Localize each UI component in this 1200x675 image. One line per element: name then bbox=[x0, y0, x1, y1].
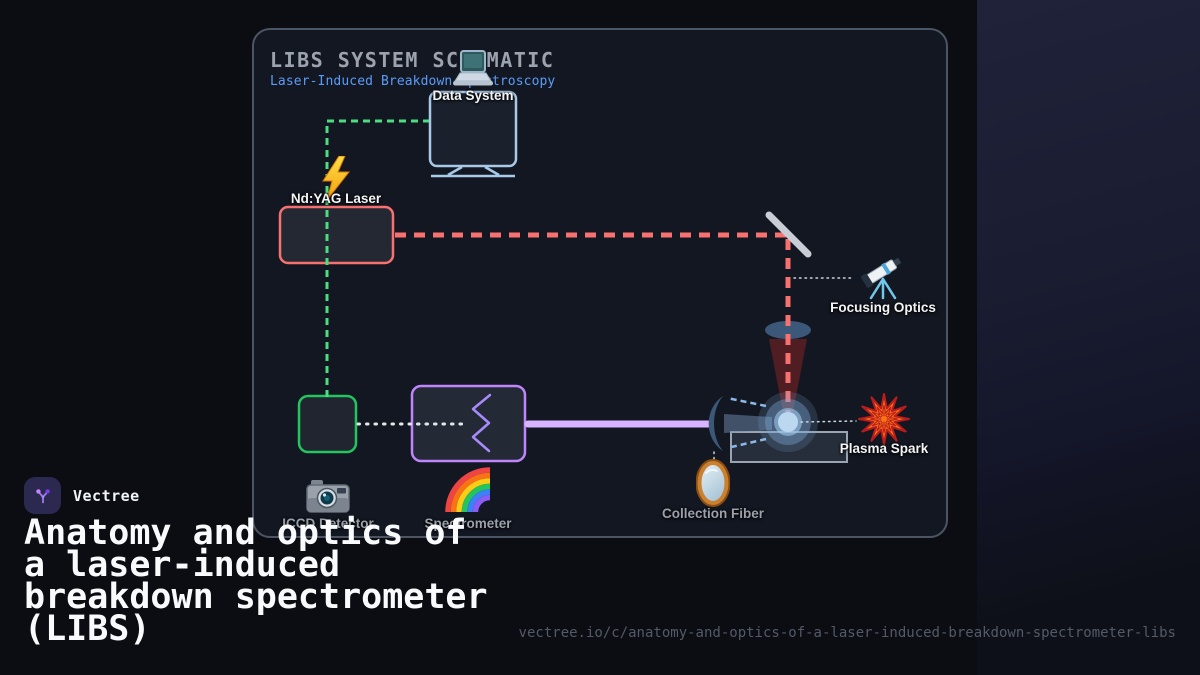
grating-zigzag bbox=[471, 393, 492, 453]
collision-spark-icon bbox=[858, 393, 910, 445]
collection-ray-lower bbox=[726, 437, 767, 450]
vectree-logo-icon bbox=[24, 477, 61, 514]
trigger-sync-line bbox=[325, 119, 429, 397]
schematic-title: LIBS SYSTEM SCHEMATIC bbox=[270, 48, 555, 72]
card-title-line-1: Anatomy and optics of bbox=[24, 513, 467, 553]
label-collection-fiber: Collection Fiber bbox=[661, 506, 765, 521]
label-iccd-detector: ICCD Detector bbox=[282, 516, 374, 531]
spectrometer-box bbox=[410, 384, 527, 463]
collection-lens bbox=[708, 396, 723, 451]
laptop-icon bbox=[450, 50, 496, 90]
camera-icon bbox=[305, 478, 351, 516]
telescope-icon bbox=[859, 252, 907, 300]
lightning-icon bbox=[317, 155, 355, 201]
label-focusing-optics: Focusing Optics bbox=[830, 300, 936, 315]
laser-head-box bbox=[278, 205, 395, 265]
collected-light-band bbox=[724, 414, 772, 433]
plasma-glow bbox=[758, 392, 818, 452]
label-spectrometer: Spectrometer bbox=[424, 516, 512, 531]
mirror-icon bbox=[695, 459, 731, 509]
label-plasma-spark: Plasma Spark bbox=[839, 441, 929, 456]
label-data-system: Data System bbox=[432, 88, 514, 103]
brand-name: Vectree bbox=[73, 486, 140, 505]
card-title: Anatomy and optics of a laser-induced br… bbox=[24, 513, 488, 649]
sample-stage bbox=[730, 431, 848, 463]
card-title-line-2: a laser-induced bbox=[24, 545, 341, 585]
iccd-detector-box bbox=[297, 394, 358, 454]
card-title-line-3: breakdown spectrometer bbox=[24, 577, 488, 617]
rainbow-icon bbox=[444, 466, 492, 513]
data-system-monitor bbox=[428, 90, 518, 178]
turning-mirror bbox=[765, 211, 812, 258]
card-url: vectree.io/c/anatomy-and-optics-of-a-las… bbox=[518, 625, 1176, 641]
connector-plasma-spark bbox=[800, 420, 857, 423]
collection-ray-upper bbox=[726, 396, 767, 408]
card-title-line-4: (LIBS) bbox=[24, 609, 151, 649]
focusing-lens bbox=[765, 321, 811, 339]
background-accent-strip bbox=[977, 0, 1200, 675]
schematic-panel bbox=[252, 28, 948, 538]
brand: Vectree bbox=[24, 477, 140, 514]
label-nd-yag-laser: Nd:YAG Laser bbox=[290, 191, 382, 206]
